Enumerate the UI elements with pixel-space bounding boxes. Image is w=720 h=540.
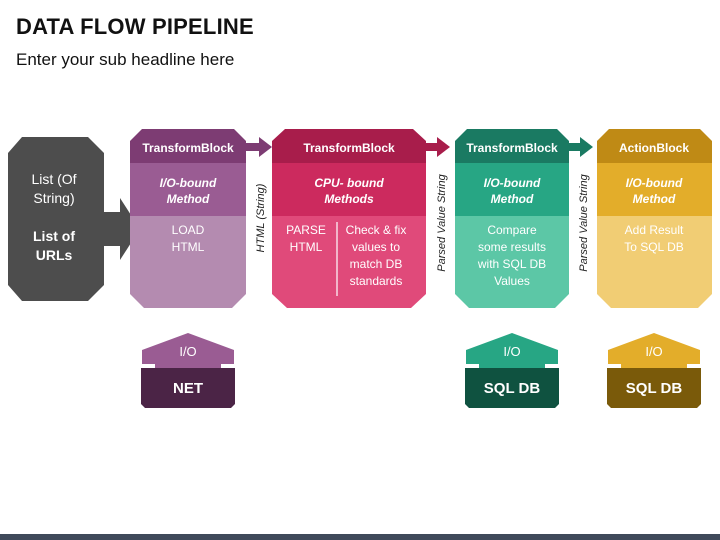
- block-4-body-line-2: To SQL DB: [624, 240, 684, 254]
- block-3-body-line-3: with SQL DB: [477, 257, 546, 271]
- block-2-right-line-4: standards: [350, 274, 403, 288]
- resource-sqldb-gold-box: [607, 368, 701, 408]
- block-3-body-line-2: some results: [478, 240, 546, 254]
- resource-sqldb-gold-name: SQL DB: [626, 380, 683, 397]
- block-1-method-line-2: Method: [167, 192, 210, 206]
- resource-net: I/O NET: [141, 333, 235, 408]
- footer-bar: [0, 534, 720, 540]
- block-1-method-band: [130, 163, 246, 216]
- block-3-method-line-1: I/O-bound: [484, 176, 541, 190]
- block-1-body-line-1: LOAD: [172, 223, 205, 237]
- block-4: ActionBlock I/O-bound Method Add Result …: [597, 129, 712, 308]
- resource-net-name: NET: [173, 380, 203, 397]
- block-4-method-line-2: Method: [633, 192, 676, 206]
- block-1-header: [130, 129, 246, 163]
- block-2-left-line-2: HTML: [290, 240, 323, 254]
- resource-net-io-label: I/O: [179, 344, 196, 359]
- connector-label-3: Parsed Value String: [578, 173, 590, 271]
- block-3-method-line-2: Method: [491, 192, 534, 206]
- block-3-body: [455, 216, 569, 308]
- block-3-header: [455, 129, 569, 163]
- block-2-header-label: TransformBlock: [303, 141, 395, 155]
- block-2-body: [272, 216, 426, 308]
- source-node: List (Of String) List of URLs: [8, 137, 140, 301]
- block-2-right-line-2: values to: [352, 240, 400, 254]
- block-4-header-label: ActionBlock: [619, 141, 689, 155]
- block-3-method-band: [455, 163, 569, 216]
- connector-label-1: HTML (String): [255, 183, 267, 252]
- block-1-body: [130, 216, 246, 308]
- block-4-header: [597, 129, 712, 163]
- resource-net-box: [141, 368, 235, 408]
- block-3: TransformBlock I/O-bound Method Compare …: [455, 129, 569, 308]
- resource-sqldb-teal-io-label: I/O: [503, 344, 520, 359]
- resource-net-up-arrow: [142, 333, 234, 374]
- block-2-right-line-3: match DB: [350, 257, 403, 271]
- flow-arrow-2: [426, 137, 450, 157]
- block-2: TransformBlock CPU- bound Methods PARSE …: [272, 129, 426, 308]
- resource-sqldb-teal: I/O SQL DB: [465, 333, 559, 408]
- block-4-method-band: [597, 163, 712, 216]
- block-2-method-line-1: CPU- bound: [314, 176, 384, 190]
- resource-sqldb-gold-up-arrow: [608, 333, 700, 374]
- resource-sqldb-teal-box: [465, 368, 559, 408]
- block-2-method-line-2: Methods: [324, 192, 374, 206]
- source-shape: [8, 137, 104, 301]
- block-4-method-line-1: I/O-bound: [626, 176, 683, 190]
- source-line-2: String): [33, 190, 74, 206]
- source-line-3: List of: [33, 228, 75, 244]
- block-3-body-line-4: Values: [494, 274, 530, 288]
- flow-arrow-3: [569, 137, 593, 157]
- block-2-right-line-1: Check & fix: [346, 223, 407, 237]
- page-title: DATA FLOW PIPELINE: [16, 14, 254, 39]
- connector-label-2: Parsed Value String: [436, 173, 448, 271]
- resource-sqldb-teal-up-arrow: [466, 333, 558, 374]
- block-2-left-line-1: PARSE: [286, 223, 326, 237]
- block-1-body-line-2: HTML: [172, 240, 205, 254]
- flow-arrow-1: [246, 137, 272, 157]
- resource-sqldb-gold-io-label: I/O: [645, 344, 662, 359]
- source-line-4: URLs: [36, 247, 73, 263]
- block-1-method-line-1: I/O-bound: [160, 176, 217, 190]
- block-2-method-band: [272, 163, 426, 216]
- source-line-1: List (Of: [31, 171, 76, 187]
- block-1-header-label: TransformBlock: [142, 141, 234, 155]
- block-3-body-line-1: Compare: [487, 223, 537, 237]
- block-1: TransformBlock I/O-bound Method LOAD HTM…: [130, 129, 246, 308]
- resource-sqldb-teal-name: SQL DB: [484, 380, 541, 397]
- resource-sqldb-gold: I/O SQL DB: [607, 333, 701, 408]
- page-subtitle: Enter your sub headline here: [16, 50, 235, 69]
- block-4-body: [597, 216, 712, 308]
- block-4-body-line-1: Add Result: [625, 223, 684, 237]
- block-2-header: [272, 129, 426, 163]
- block-3-header-label: TransformBlock: [466, 141, 558, 155]
